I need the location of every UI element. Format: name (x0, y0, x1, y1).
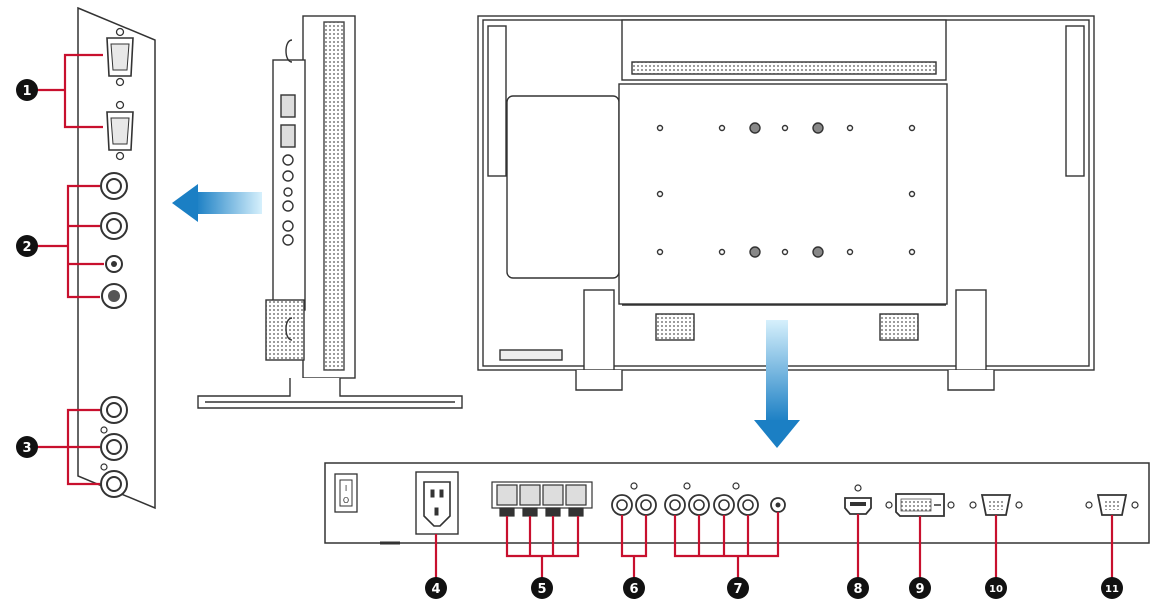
rca-jack-icon (611, 494, 633, 516)
power-switch-icon: I O (334, 473, 358, 513)
vga-port-icon (106, 100, 134, 161)
callout-3: 3 (16, 436, 38, 458)
arrow-icon (754, 320, 800, 448)
ac-inlet-icon (415, 471, 459, 535)
callout-5: 5 (531, 577, 553, 599)
bracket-1 (36, 53, 103, 129)
arrow-icon (172, 184, 262, 222)
callout-1-label: 1 (22, 84, 31, 99)
rca-jack-icon (100, 396, 128, 424)
rca-jack-icon (100, 212, 128, 240)
callout-2-label: 2 (22, 240, 31, 255)
rca-jack-icon (688, 494, 710, 516)
callout-3-label: 3 (22, 441, 31, 456)
bracket-2 (36, 184, 104, 299)
callout-6-label: 6 (629, 582, 638, 597)
callout-11: 11 (1101, 577, 1123, 599)
vga-port-icon (106, 27, 134, 87)
callout-4: 4 (425, 577, 447, 599)
rca-jack-icon (100, 470, 128, 498)
dvi-port-icon (885, 493, 955, 517)
callout-10-label: 10 (989, 584, 1003, 595)
terminal-panel: I O (324, 462, 1150, 545)
callout-8-label: 8 (853, 582, 862, 597)
callout-2: 2 (16, 235, 38, 257)
monitor-back-view (477, 15, 1095, 391)
mini-jack-icon (105, 255, 123, 273)
rca-jack-icon (737, 494, 759, 516)
callout-6: 6 (623, 577, 645, 599)
callout-7: 7 (727, 577, 749, 599)
callout-11-label: 11 (1105, 584, 1119, 595)
vga-port-icon (969, 494, 1023, 516)
callout-7-label: 7 (733, 582, 742, 597)
callout-4-label: 4 (431, 582, 440, 597)
rca-jack-icon (100, 433, 128, 461)
s-video-port-icon (101, 283, 127, 309)
speaker-terminal-icon (491, 481, 593, 517)
rca-jack-icon (664, 494, 686, 516)
hdmi-port-icon (844, 484, 872, 515)
switch-off-label: O (343, 496, 349, 505)
bracket-3 (36, 408, 100, 486)
rca-jack-icon (100, 172, 128, 200)
rca-jack-icon (635, 494, 657, 516)
vga-port-icon (1085, 494, 1139, 516)
mini-jack-icon (770, 497, 786, 513)
callout-9: 9 (909, 577, 931, 599)
rca-jack-icon (713, 494, 735, 516)
side-panel-detail (77, 6, 156, 510)
monitor-side-view (197, 15, 463, 409)
callout-5-label: 5 (537, 582, 546, 597)
callout-9-label: 9 (915, 582, 924, 597)
leader-lines (434, 512, 1114, 578)
callout-10: 10 (985, 577, 1007, 599)
callout-1: 1 (16, 79, 38, 101)
switch-on-label: I (345, 484, 347, 493)
callout-8: 8 (847, 577, 869, 599)
